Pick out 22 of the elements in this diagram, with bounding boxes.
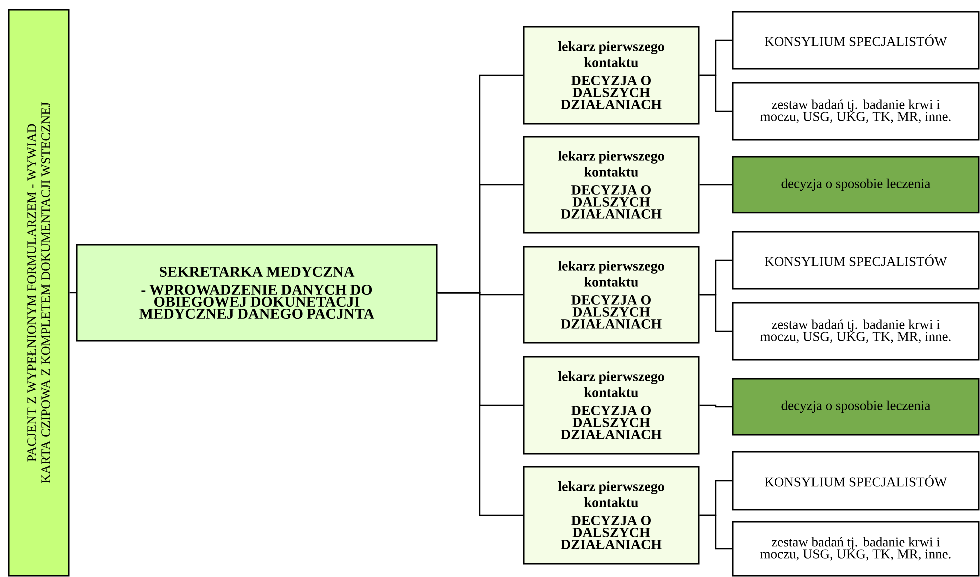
outcome-box: KONSYLIUM SPECJALISTÓW [732, 11, 980, 70]
outcome-box: KONSYLIUM SPECJALISTÓW [732, 451, 980, 511]
decision-box: lekarz pierwszego kontaktu DECYZJA O DALSZYCH DZIAŁANIACH [523, 356, 700, 455]
decision-box: lekarz pierwszego kontaktu DECYZJA O DALSZYCH DZIAŁANIACH [523, 26, 700, 125]
patient-band: PACJENT Z WYPEŁNIONYM FORMULARZEM - WYWIAD KARTA CZIPOWA Z KOMPLETEM DOKUMENTACJI WSTECZNEJ [8, 9, 70, 577]
process-box: SEKRETARKA MEDYCZNA - WPROWADZENIE DANYCH DO OBIEGOWEJ DOKUNETACJI MEDYCZNEJ DANEGO PACJNTA [76, 244, 438, 342]
outcome-box: zestaw badań tj. badanie krwi i moczu, USG, UKG, TK, MR, inne. [732, 82, 980, 141]
connector-line [700, 74, 732, 112]
connector-line [70, 292, 76, 294]
connector-line [438, 292, 524, 516]
outcome-box: KONSYLIUM SPECJALISTÓW [732, 231, 980, 290]
outcome-box: zestaw badań tj. badanie krwi i moczu, USG, UKG, TK, MR, inne. [732, 302, 980, 361]
connector-line [700, 514, 732, 550]
connector-line [700, 294, 732, 332]
treatment-box: decyzja o sposobie leczenia [732, 156, 980, 214]
decision-box: lekarz pierwszego kontaktu DECYZJA O DALSZYCH DZIAŁANIACH [523, 466, 700, 565]
decision-box: lekarz pierwszego kontaktu DECYZJA O DALSZYCH DZIAŁANIACH [523, 136, 700, 234]
treatment-box: decyzja o sposobie leczenia [732, 378, 980, 436]
connector-line [700, 404, 732, 408]
outcome-box: zestaw badań tj. badanie krwi i moczu, USG, UKG, TK, MR, inne. [732, 521, 980, 577]
decision-box: lekarz pierwszego kontaktu DECYZJA O DALSZYCH DZIAŁANIACH [523, 246, 700, 344]
connector-line [700, 184, 732, 186]
